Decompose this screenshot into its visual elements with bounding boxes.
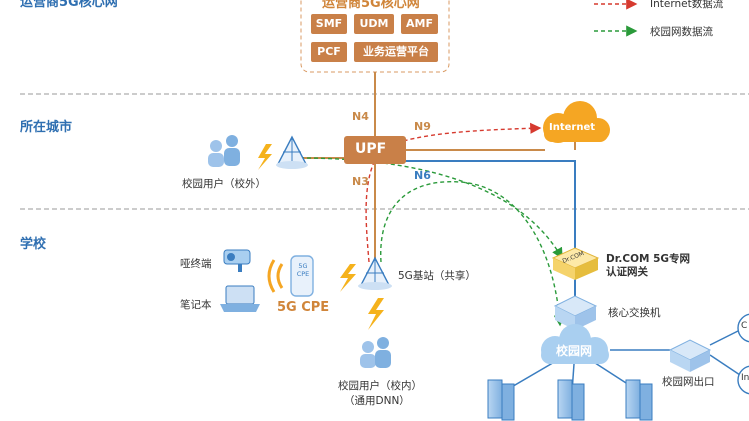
exit-cloud-link-1	[709, 329, 741, 346]
campus-user-inside-label-1: 校园用户（校内）	[338, 380, 422, 392]
drcom-gateway-icon	[551, 247, 600, 280]
nf-udm: UDM	[354, 14, 394, 34]
right-cloud-2-icon	[737, 365, 749, 395]
campus-user-outside-label: 校园用户（校外）	[182, 178, 266, 190]
zone-school: 学校	[20, 237, 47, 252]
zone-operator: 运营商5G核心网	[20, 0, 118, 10]
legend-internet-label: Internet数据流	[650, 0, 724, 10]
internet-label: Internet	[549, 122, 596, 133]
campus-exit-router-icon	[668, 339, 712, 372]
cpe-signal-arc-1	[276, 263, 284, 289]
base-station-inside-icon	[358, 256, 392, 290]
wireless-outside-icon	[258, 144, 272, 170]
drcom-label-2: 认证网关	[606, 266, 648, 278]
base-station-label: 5G基站（共享）	[398, 270, 476, 282]
campus-net-label: 校园网	[556, 344, 593, 358]
nf-smf: SMF	[311, 14, 347, 34]
cpe-device-icon	[290, 255, 314, 297]
server-2-icon	[557, 379, 585, 421]
n6-link	[404, 160, 576, 250]
cpe-signal-arc-2	[267, 259, 276, 293]
campus-flow-path-inside	[380, 181, 565, 327]
laptop-icon	[220, 285, 260, 312]
core-switch-label: 核心交换机	[608, 307, 661, 319]
internet-flow-path	[365, 122, 542, 263]
laptop-label: 笔记本	[180, 299, 212, 311]
cpe-badge-label: 5G CPE	[296, 262, 310, 278]
right-cloud-1-icon	[737, 313, 749, 343]
core-switch-icon	[553, 295, 598, 330]
link-label-n9: N9	[414, 120, 431, 133]
nf-pcf: PCF	[311, 42, 347, 62]
drcom-label-1: Dr.COM 5G专网	[606, 253, 691, 265]
cpe-label: 5G CPE	[277, 300, 330, 315]
server-3-icon	[625, 379, 653, 421]
wireless-cpe-icon	[340, 264, 356, 292]
dumb-terminal-label: 哑终端	[180, 258, 212, 270]
right-cloud-1-label: C	[741, 321, 748, 331]
internet-cloud-icon	[543, 101, 610, 143]
link-label-n3: N3	[352, 175, 369, 188]
core-network-title: 运营商5G核心网	[322, 0, 420, 11]
upf-label: UPF	[355, 141, 387, 157]
legend-campus-label: 校园网数据流	[650, 26, 713, 38]
server-1-icon	[487, 379, 515, 421]
campus-user-inside-icon	[360, 337, 391, 368]
nf-amf: AMF	[401, 14, 438, 34]
base-station-outside-icon	[276, 135, 308, 169]
exit-cloud-link-2	[709, 354, 741, 376]
upf-box	[344, 136, 406, 164]
zone-city: 所在城市	[20, 120, 73, 135]
campus-exit-label: 校园网出口	[662, 376, 715, 388]
campus-net-cloud-icon	[541, 324, 609, 364]
campus-flow-path-outside	[299, 157, 563, 260]
dumb-terminal-icon	[223, 249, 251, 272]
link-label-n6: N6	[414, 169, 431, 182]
right-cloud-2-label: In	[741, 373, 749, 383]
wireless-user-icon	[368, 298, 384, 330]
link-label-n4: N4	[352, 110, 369, 123]
campus-user-outside-icon	[208, 135, 240, 167]
campus-user-inside-label-2: （通用DNN）	[344, 395, 410, 407]
nf-business-platform: 业务运营平台	[354, 42, 438, 62]
